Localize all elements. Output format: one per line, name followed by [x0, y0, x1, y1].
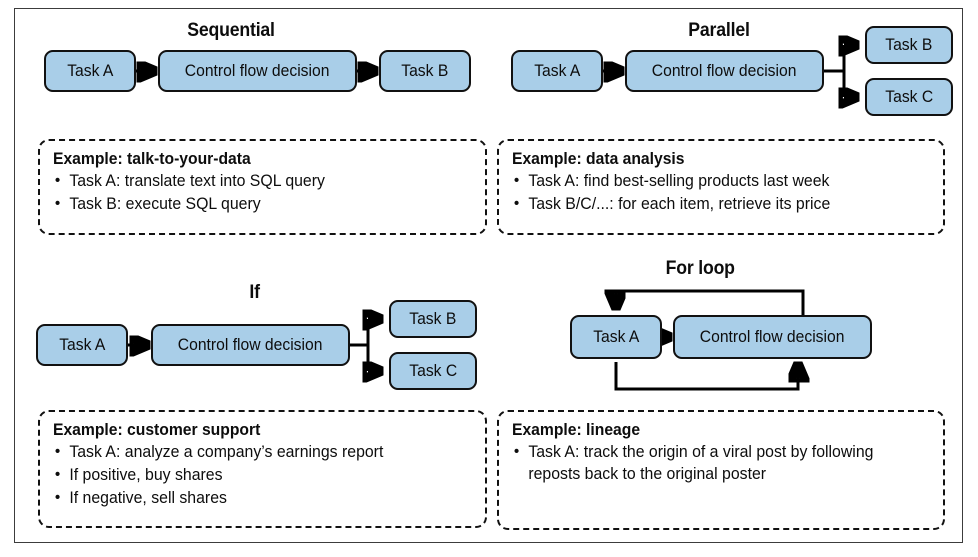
node-parallel-task-c[interactable]: Task C	[865, 78, 953, 116]
example-list: Task A: track the origin of a viral post…	[512, 441, 931, 486]
example-box-forloop: Example: lineage Task A: track the origi…	[497, 410, 945, 530]
example-box-parallel: Example: data analysis Task A: find best…	[497, 139, 945, 235]
node-forloop-task-a[interactable]: Task A	[570, 315, 662, 359]
example-title: Example: talk-to-your-data	[53, 150, 251, 168]
node-if-control-flow-decision[interactable]: Control flow decision	[151, 324, 350, 366]
node-label: Control flow decision	[700, 327, 845, 346]
node-label: Task A	[58, 335, 106, 354]
example-title: Example: data analysis	[512, 150, 685, 168]
example-title: Example: customer support	[53, 421, 261, 439]
example-box-if: Example: customer support Task A: analyz…	[38, 410, 487, 528]
example-title: Example: lineage	[512, 421, 641, 439]
node-label: Task B	[409, 309, 457, 328]
panel-title-forloop: For loop	[665, 258, 735, 279]
node-label: Task A	[533, 61, 581, 80]
node-label: Task A	[66, 61, 114, 80]
node-label: Task C	[885, 87, 933, 106]
example-list: Task A: translate text into SQL query Ta…	[53, 170, 473, 216]
panel-title-sequential: Sequential	[187, 20, 275, 41]
node-label: Control flow decision	[185, 61, 330, 80]
list-item: Task A: translate text into SQL query	[53, 170, 456, 193]
list-item: Task B/C/...: for each item, retrieve it…	[512, 193, 914, 216]
node-label: Task C	[409, 361, 457, 380]
node-if-task-c[interactable]: Task C	[389, 352, 477, 390]
node-label: Control flow decision	[178, 335, 323, 354]
node-if-task-a[interactable]: Task A	[36, 324, 128, 366]
node-sequential-task-a[interactable]: Task A	[44, 50, 136, 92]
node-label: Task B	[885, 35, 933, 54]
list-item: Task A: track the origin of a viral post…	[512, 441, 914, 486]
node-sequential-task-b[interactable]: Task B	[379, 50, 471, 92]
node-sequential-control-flow-decision[interactable]: Control flow decision	[158, 50, 357, 92]
panel-title-if: If	[249, 282, 260, 303]
node-label: Task A	[592, 327, 640, 346]
list-item: Task A: analyze a company’s earnings rep…	[53, 441, 456, 464]
node-if-task-b[interactable]: Task B	[389, 300, 477, 338]
example-box-sequential: Example: talk-to-your-data Task A: trans…	[38, 139, 487, 235]
node-parallel-control-flow-decision[interactable]: Control flow decision	[625, 50, 824, 92]
list-item: Task B: execute SQL query	[53, 193, 456, 216]
node-label: Control flow decision	[652, 61, 797, 80]
panel-sequential: Sequential Task A Control flow decision …	[24, 10, 489, 248]
node-parallel-task-a[interactable]: Task A	[511, 50, 603, 92]
panel-forloop: For loop Task A Control flow decision Ex…	[495, 252, 955, 540]
panel-if: If Task A Control flow decision Task B T…	[24, 262, 489, 540]
example-list: Task A: analyze a company’s earnings rep…	[53, 441, 473, 510]
node-forloop-control-flow-decision[interactable]: Control flow decision	[673, 315, 872, 359]
list-item: If positive, buy shares	[53, 464, 456, 487]
list-item: If negative, sell shares	[53, 487, 456, 510]
example-list: Task A: find best-selling products last …	[512, 170, 931, 216]
panel-title-parallel: Parallel	[688, 20, 750, 41]
list-item: Task A: find best-selling products last …	[512, 170, 914, 193]
node-parallel-task-b[interactable]: Task B	[865, 26, 953, 64]
node-label: Task B	[401, 61, 449, 80]
panel-parallel: Parallel Task A Control flow decision Ta…	[495, 10, 955, 248]
